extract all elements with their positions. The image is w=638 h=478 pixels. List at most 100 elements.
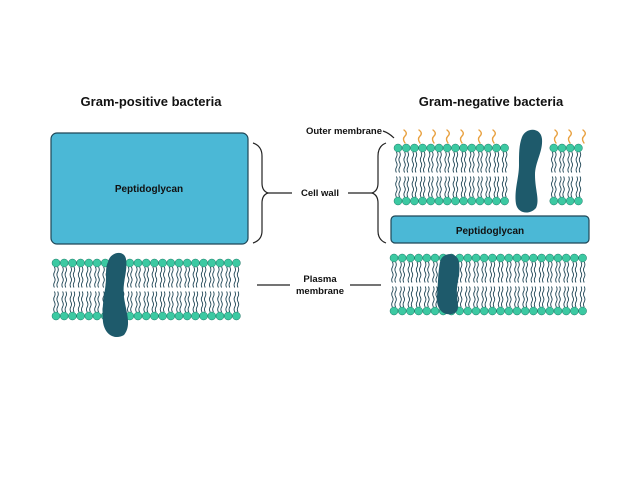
lipid-head [467,196,477,206]
lipid-head [565,143,575,153]
lipid-tail [200,291,204,313]
lipid-tail [151,291,154,313]
lipid-tail [195,266,199,288]
gram-negative-outer-membrane-protein [515,129,543,213]
lipid-head [84,311,94,321]
lipid-tail [233,266,236,288]
lipid-tail [435,286,438,308]
lipid-tail [220,291,223,313]
lipid-tail [97,291,100,313]
lipid-tail [509,261,512,283]
lipid-tail [525,261,528,283]
lipid-head [463,306,473,316]
lipid-tail [394,286,397,308]
lipid-tail [571,261,574,283]
lipid-tail [395,176,398,198]
lipid-tail [496,151,500,173]
lipid-tail [168,266,171,288]
lipid-tail [415,261,419,283]
lipid-tail [485,176,488,198]
lipid-tail [554,151,557,173]
lipid-head [68,311,77,321]
lipid-head [92,311,102,321]
lipid-tail [555,261,558,283]
lipid-tail [439,176,442,198]
lipid-head [207,311,217,321]
lipid-tail [233,291,236,313]
lps-chain [402,129,407,144]
lipid-tail [477,176,480,198]
lipid-tail [514,261,517,283]
lipid-head [467,143,477,153]
lipid-tail [530,286,533,308]
lipid-head [393,143,403,153]
lipid-tail [497,261,501,283]
lipid-head [84,258,94,268]
lipid-tail [391,261,394,283]
lipid-tail [176,291,179,313]
lipid-head [430,253,440,263]
lipid-tail [583,286,586,308]
lipid-tail [501,151,505,173]
lipid-tail [64,266,67,288]
lipid-tail [398,176,401,198]
lipid-tail [481,261,484,283]
lipid-tail [236,266,240,288]
lipid-tail [514,286,517,308]
lipid-tail [195,291,199,313]
lipid-tail [407,261,410,283]
lipid-tail [468,261,471,283]
lipid-head [406,306,415,316]
lipid-tail [135,291,138,313]
lipid-tail [428,176,431,198]
lipid-head [434,143,444,153]
lipid-head [553,306,563,316]
lipid-head [207,258,217,268]
lipid-tail [89,266,92,288]
lipid-tail [143,266,146,288]
lipid-tail [563,286,566,308]
lipid-tail [435,261,438,283]
lipid-tail [501,176,505,198]
lipid-tail [414,176,418,198]
lipid-head [434,196,444,206]
lipid-head [406,253,415,263]
lipid-head [389,253,399,263]
lipid-head [215,311,225,321]
lipid-tail [187,266,190,288]
lipid-tail [423,176,426,198]
lipid-head [475,143,485,153]
gram-negative-plasma-membrane [389,253,587,316]
lipid-head [529,306,538,316]
lipid-tail [477,151,480,173]
lipid-tail [488,151,491,173]
lipid-tail [168,291,171,313]
lipid-tail [72,291,76,313]
lipid-tail [163,266,166,288]
lipid-tail [56,266,59,288]
lipid-tail [501,286,504,308]
lipid-head [496,306,505,316]
lipid-tail [506,261,509,283]
lipid-tail [403,151,406,173]
lipid-head [426,196,436,206]
lipid-tail [179,291,182,313]
lipid-head [537,253,546,263]
lipid-tail [81,266,84,288]
lipid-tail [579,261,583,283]
outer-membrane-label: Outer membrane [306,126,382,137]
lipid-head [557,196,567,206]
lps-chain [477,129,482,144]
lipid-tail [217,291,220,313]
lipid-tail [476,286,479,308]
lipid-tail [578,151,582,173]
lipid-head [537,306,546,316]
lipid-tail [225,291,228,313]
lipid-tail [522,286,525,308]
lipid-tail [411,176,414,198]
lipid-tail [184,266,187,288]
lipid-tail [228,266,231,288]
lipid-head [459,196,468,206]
lipid-tail [399,286,402,308]
